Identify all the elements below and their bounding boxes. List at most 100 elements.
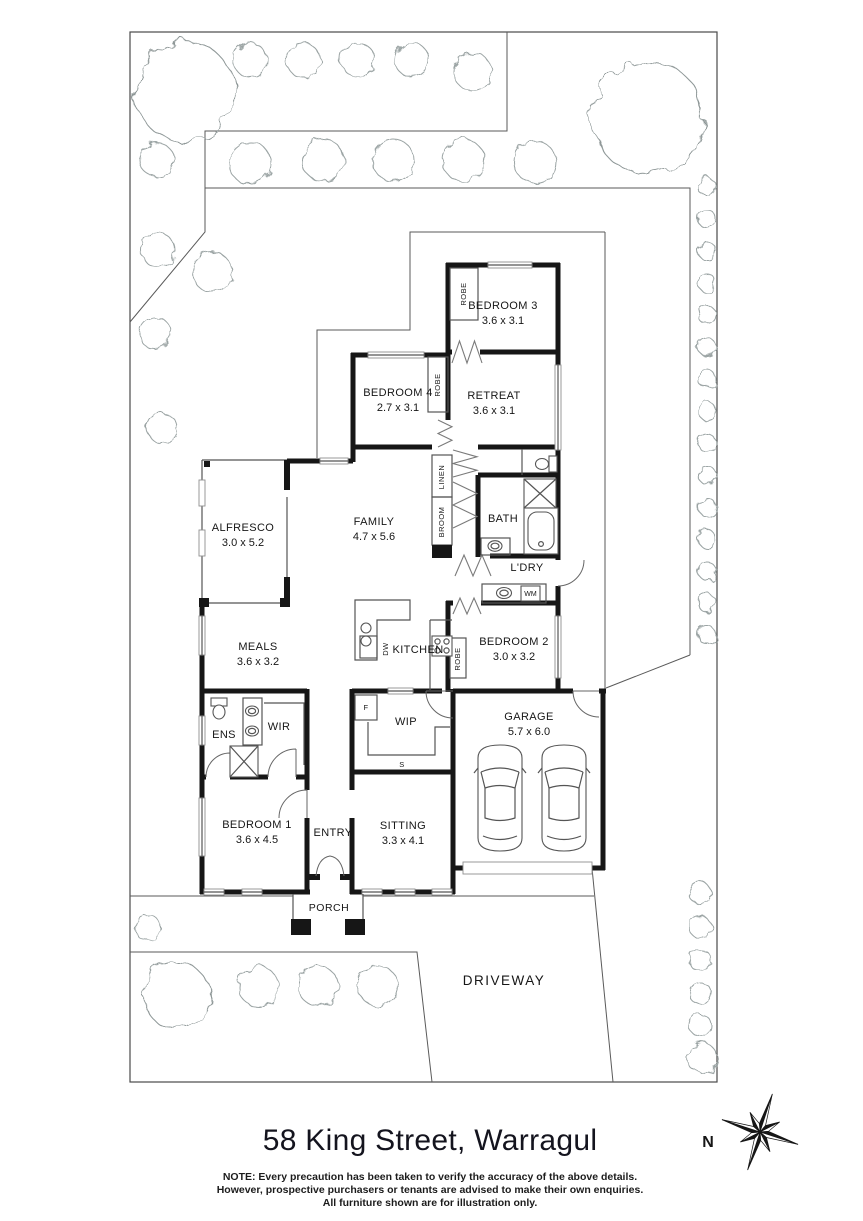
tree-icon [697,497,717,517]
compass-point [749,1112,761,1133]
room-dims-garage: 5.7 x 6.0 [508,726,550,738]
robe-bed4 [427,356,449,413]
tree-icon [697,561,717,581]
kitchen-sink-icon [360,622,372,634]
tree-icon [441,138,485,182]
room-label-wir: WIR [268,721,291,733]
label-fridge: F [363,703,368,712]
room-label-retreat: RETREAT [467,390,520,402]
room-label-alfresco: ALFRESCO [212,522,275,534]
tree-icon [688,1013,712,1037]
tree-icon [688,948,712,972]
footer-group: 58 King Street, Warragul NOTE: Every pre… [217,1124,644,1209]
room-label-bedroom4: BEDROOM 4 [363,387,433,399]
tree-icon [297,965,339,1007]
compass-rose: N [702,1093,799,1171]
tree-icon [697,209,717,229]
tree-icon [688,915,712,939]
tree-icon [228,141,272,185]
room-dims-bedroom4: 2.7 x 3.1 [377,402,419,414]
door-garage-internal [572,690,600,718]
front-yard-line [130,951,433,1083]
label-linen: LINEN [437,465,446,490]
robe-bed2 [449,637,467,679]
site-boundary-group [129,31,718,1083]
tree-icon [237,965,279,1007]
door-retreat [450,449,480,478]
tree-icon [688,981,712,1005]
room-labels: BEDROOM 3 3.6 x 3.1 RETREAT 3.6 x 3.1 BE… [212,300,554,988]
fixtures-group [210,455,593,935]
pantry-shelf [367,722,450,756]
dishwasher [359,635,378,659]
tree-icon [697,529,717,549]
alfresco-structure [198,459,290,607]
room-label-ldry: L'DRY [510,562,544,574]
room-label-kitchen: KITCHEN [392,644,443,656]
tree-icon [697,305,717,325]
note-line-1: NOTE: Every precaution has been taken to… [223,1171,637,1183]
room-label-bedroom3: BEDROOM 3 [468,300,538,312]
tree-icon [697,241,717,261]
room-label-garage: GARAGE [504,711,553,723]
fridge-space [354,694,378,721]
garden-bed-line-right [205,187,691,655]
label-broom: BROOM [437,507,446,538]
door-wip [425,690,454,719]
tree-icon [697,401,717,421]
toilet-wc-icon [548,455,558,473]
garden-bed-line-topleft [129,32,508,323]
yard-line-diagonal [605,654,691,689]
tree-icon [357,965,399,1007]
room-label-bedroom2: BEDROOM 2 [479,636,549,648]
room-dims-bedroom3: 3.6 x 3.1 [482,315,524,327]
bath-basin-icon [487,540,503,552]
door-wir [267,748,297,778]
property-boundary [129,31,718,1083]
tree-icon [285,42,321,78]
note-line-2: However, prospective purchasers or tenan… [217,1184,644,1196]
laundry-bench [481,583,547,604]
label-robe-bed3: ROBE [459,282,468,305]
robe-bed3 [449,267,479,321]
bath-vanity [480,537,511,556]
tree-icon [139,142,175,178]
stove-icon [431,635,453,657]
tree-icon [697,433,717,453]
door-front-entry [315,855,345,877]
room-label-wip: WIP [395,716,417,728]
yard-line-house-top [316,231,605,458]
room-label-porch: PORCH [309,902,349,914]
room-label-ens: ENS [212,729,236,741]
porch-outline [292,894,364,921]
tree-icon [232,42,268,78]
door-bath [451,481,479,529]
room-label-family: FAMILY [354,516,395,528]
room-dims-bedroom1: 3.6 x 4.5 [236,834,278,846]
storage-group [264,267,479,765]
tree-icon [394,42,430,78]
wir-shelf [264,702,305,765]
tree-icon [134,914,162,942]
compass-north-label: N [702,1134,714,1151]
label-dw: DW [381,642,390,656]
tree-icon [143,962,211,1030]
tree-icon [697,593,717,613]
car-left [473,744,527,852]
door-ens [205,752,231,778]
tree-icon [340,42,376,78]
tree-icon [688,881,712,905]
label-robe-bed2: ROBE [453,647,462,670]
room-dims-sitting: 3.3 x 4.1 [382,835,424,847]
ens-vanity [242,697,263,746]
tree-icon [453,52,493,92]
room-label-bath: BATH [488,513,518,525]
door-laundry-external [557,559,585,587]
trees-group [134,41,718,1074]
door-bedroom1 [278,789,308,819]
washing-machine-icon [520,585,541,602]
tree-icon [697,273,717,293]
tree-icon [697,625,717,645]
tree-icon [513,140,557,184]
